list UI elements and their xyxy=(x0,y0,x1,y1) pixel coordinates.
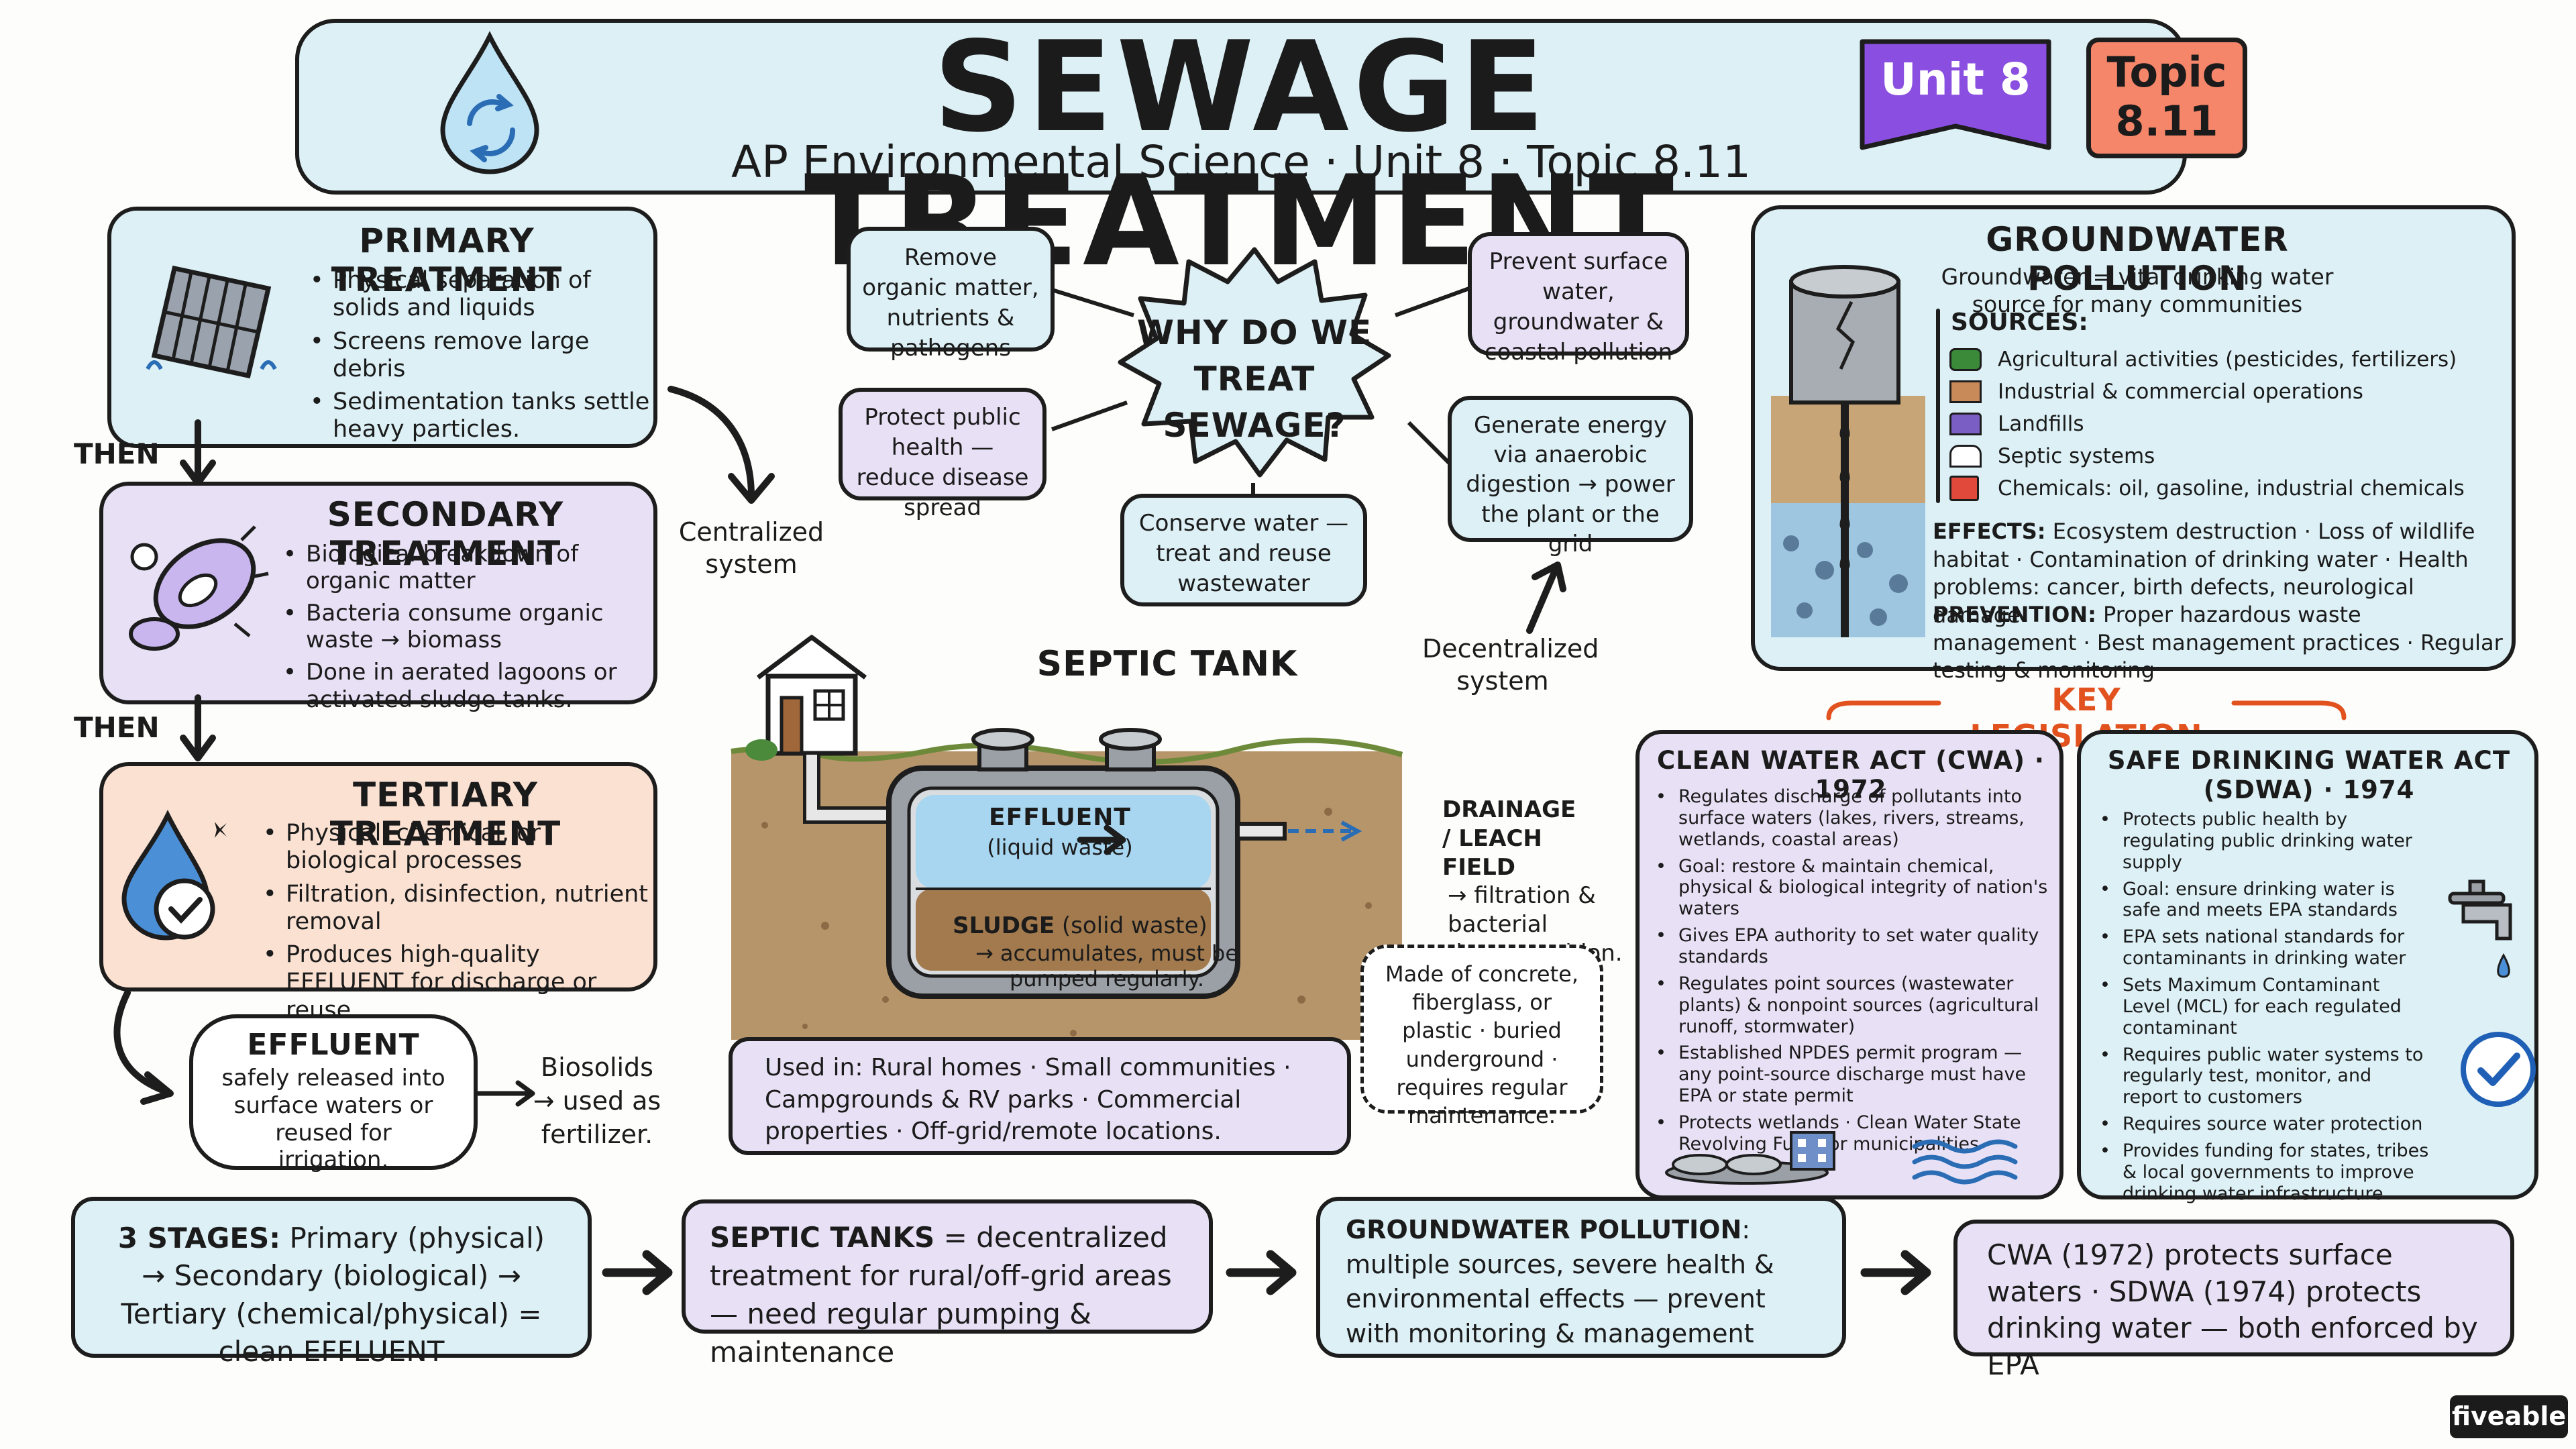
check-circle-icon xyxy=(2461,1032,2536,1107)
why-center-text: WHY DO WE TREAT SEWAGE? xyxy=(1136,313,1373,445)
drop-check-icon xyxy=(121,810,227,941)
tertiary-to-effluent-arrow xyxy=(113,989,174,1105)
cwa-box: CLEAN WATER ACT (CWA) · 1972 Regulates d… xyxy=(1635,730,2063,1199)
source-landfill: Landfills xyxy=(1949,408,2506,440)
then-arrow-2 xyxy=(180,694,216,761)
effluent-to-biosolids-arrow xyxy=(475,1080,535,1107)
why-starburst xyxy=(1118,247,1391,478)
then-label-1: THEN xyxy=(74,437,160,470)
faucet-icon xyxy=(2448,879,2512,978)
legislation-bracket xyxy=(1826,700,2347,720)
summary-septic: SEPTIC TANKS = decentralized treatment f… xyxy=(682,1199,1213,1368)
biosolids-note: Biosolids → used as fertilizer. xyxy=(533,1053,661,1150)
water-waves-icon xyxy=(1912,1139,2018,1185)
contaminated-well-illustration xyxy=(1771,265,1925,637)
landfill-icon xyxy=(1949,413,1982,435)
septic-material-note: Made of concrete, fiberglass, or plastic… xyxy=(1360,945,1603,1128)
why-reason-conserve: Conserve water — treat and reuse wastewa… xyxy=(1120,494,1367,606)
summary-groundwater: GROUNDWATER POLLUTION: multiple sources,… xyxy=(1316,1197,1846,1358)
septic-sludge-label: SLUDGE (solid waste) xyxy=(953,912,1208,939)
why-reason-health: Protect public health — reduce disease s… xyxy=(839,388,1046,521)
bacteria-icon xyxy=(129,525,269,651)
centralized-label: Centralized system xyxy=(678,517,824,579)
summary-arrow-2 xyxy=(1226,1250,1297,1295)
gas-can-icon xyxy=(1949,476,1979,501)
topic-badge: Topic 8.11 xyxy=(2086,38,2247,158)
drainage-field-label: DRAINAGE / LEACH FIELD → filtration & ba… xyxy=(1442,796,1623,967)
why-reason-organic: Remove organic matter, nutrients & patho… xyxy=(847,227,1055,362)
decentralized-label: Decentralized system xyxy=(1422,634,1599,696)
unit-badge: Unit 8 xyxy=(1858,38,2053,152)
septic-tank-illustration xyxy=(731,635,1403,1040)
primary-bullets: Physical separation of solids and liquid… xyxy=(306,267,655,449)
septic-sludge-note: → accumulates, must be pumped regularly. xyxy=(975,941,1239,992)
brand-logo: fiveable xyxy=(2450,1395,2568,1438)
decentralized-arrow xyxy=(1526,561,1566,634)
sources-list: Agricultural activities (pesticides, fer… xyxy=(1949,343,2506,504)
factory-icon xyxy=(1949,380,1982,403)
summary-stages: 3 STAGES: Primary (physical) → Secondary… xyxy=(71,1197,592,1368)
house-icon xyxy=(1949,445,1982,468)
effluent-box: EFFLUENT safely released into surface wa… xyxy=(189,1014,478,1173)
secondary-bullets: Biological breakdown of organic matter B… xyxy=(279,541,655,718)
water-drop-recycle-icon xyxy=(440,31,539,174)
treatment-plant-icon xyxy=(1665,1131,1835,1185)
septic-effluent-sub: (liquid waste) xyxy=(987,835,1133,860)
centralized-arrow xyxy=(667,386,775,504)
cwa-bullets: Regulates discharge of pollutants into s… xyxy=(1652,786,2054,1161)
effects-text: EFFECTS: Ecosystem destruction · Loss of… xyxy=(1933,519,2475,628)
summary-legislation: CWA (1972) protects surface waters · SDW… xyxy=(1953,1220,2514,1381)
source-agriculture: Agricultural activities (pesticides, fer… xyxy=(1949,343,2506,376)
septic-used-in: Used in: Rural homes · Small communities… xyxy=(729,1037,1351,1155)
source-industrial: Industrial & commercial operations xyxy=(1949,376,2506,408)
summary-arrow-1 xyxy=(602,1250,673,1295)
why-reason-energy: Generate energy via anaerobic digestion … xyxy=(1448,396,1693,557)
tractor-icon xyxy=(1949,348,1982,371)
screen-filter-icon xyxy=(146,265,277,379)
source-chemicals: Chemicals: oil, gasoline, industrial che… xyxy=(1949,472,2506,504)
why-reason-prevent: Prevent surface water, groundwater & coa… xyxy=(1468,232,1689,366)
prevention-text: PREVENTION: Proper hazardous waste manag… xyxy=(1933,602,2503,684)
page-subtitle: AP Environmental Science · Unit 8 · Topi… xyxy=(731,136,1752,188)
summary-arrow-3 xyxy=(1860,1250,1931,1295)
source-septic: Septic systems xyxy=(1949,440,2506,472)
primary-treatment-box: PRIMARY TREATMENT Physical separation of… xyxy=(107,207,657,448)
sdwa-box: SAFE DRINKING WATER ACT (SDWA) · 1974 Pr… xyxy=(2077,730,2538,1204)
septic-effluent-label: EFFLUENT xyxy=(989,804,1131,831)
then-label-2: THEN xyxy=(74,711,160,744)
sdwa-bullets: Protects public health by regulating pub… xyxy=(2096,809,2431,1210)
septic-title: SEPTIC TANK xyxy=(1036,644,1298,684)
